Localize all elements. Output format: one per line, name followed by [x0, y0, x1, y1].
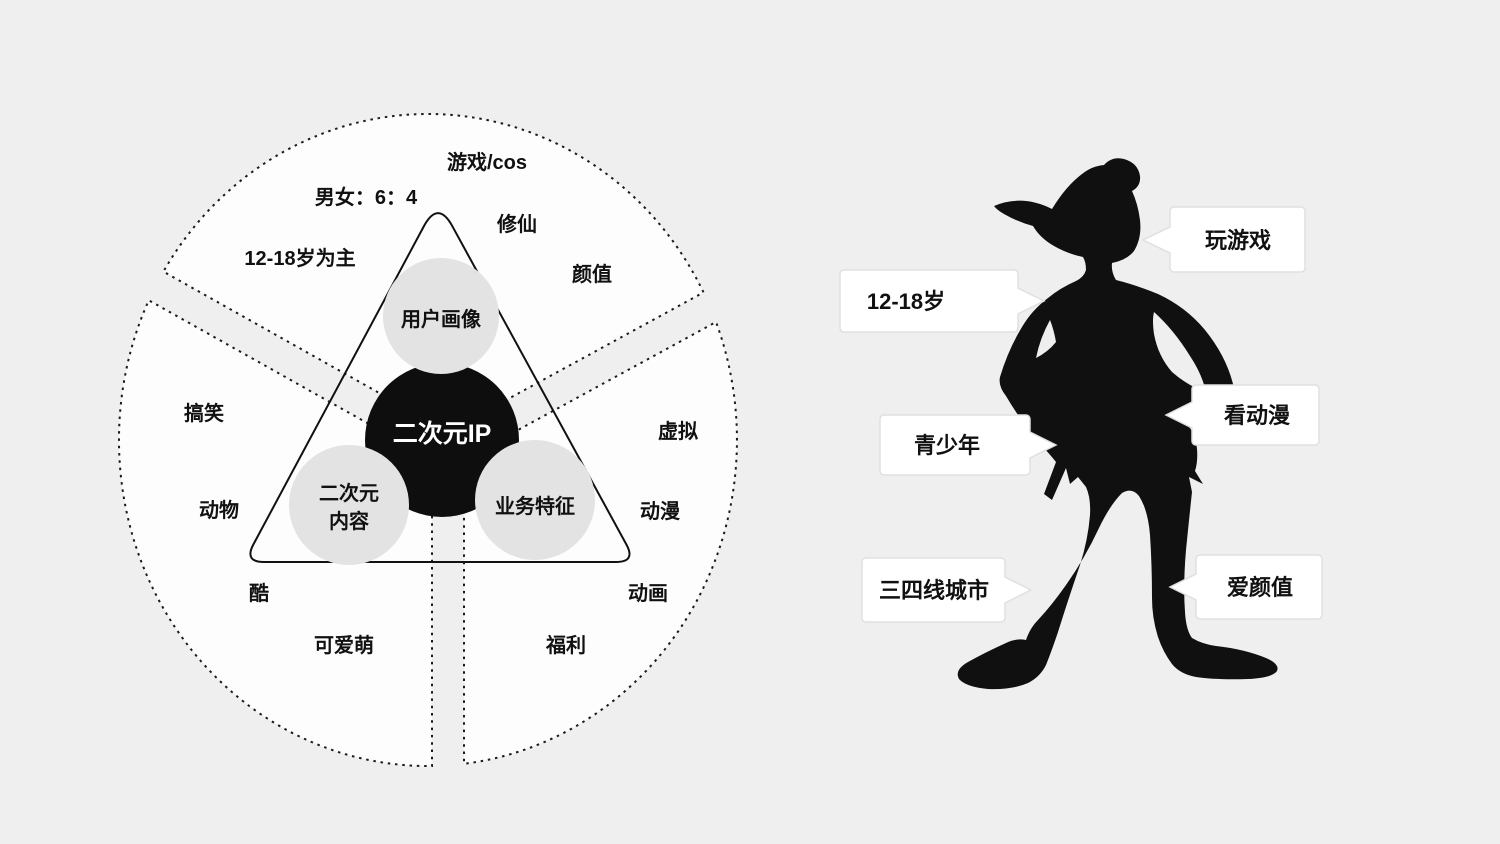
label-user-profile: 用户画像 [401, 307, 482, 331]
bubble-play-games: 玩游戏 [1141, 206, 1306, 273]
bubble-love-looks: 爱颜值 [1168, 554, 1323, 620]
bubble-age-label: 12-18岁 [867, 289, 945, 314]
label-content-line2: 内容 [329, 509, 369, 533]
bubble-play-games-label: 玩游戏 [1205, 228, 1271, 253]
label-animation: 动画 [628, 582, 668, 605]
bubble-city: 三四线城市 [861, 557, 1033, 623]
label-content-line1: 二次元 [319, 481, 379, 505]
label-cute: 可爱萌 [314, 633, 374, 657]
label-anime: 动漫 [640, 500, 681, 523]
label-business: 业务特征 [495, 494, 575, 518]
bubble-watch-anime-box [1164, 384, 1320, 446]
label-virtual: 虚拟 [658, 419, 698, 443]
label-welfare: 福利 [545, 634, 586, 657]
bubble-city-box [861, 557, 1033, 623]
bubble-play-games-box [1141, 206, 1306, 273]
bubble-city-label: 三四线城市 [879, 578, 989, 603]
label-age-range: 12-18岁为主 [244, 246, 355, 270]
bubble-love-looks-box [1168, 554, 1323, 620]
sector-left [118, 298, 433, 768]
label-cool: 酷 [249, 581, 269, 605]
node-user-profile-circle [383, 258, 499, 374]
boy-silhouette [957, 158, 1278, 690]
node-business-circle [475, 440, 595, 560]
bubble-age-box [839, 269, 1046, 333]
bubble-age: 12-18岁 [839, 269, 1046, 333]
bubble-watch-anime: 看动漫 [1164, 384, 1320, 446]
bubble-love-looks-label: 爱颜值 [1227, 575, 1293, 600]
core-triangle [249, 212, 631, 563]
label-core-ip: 二次元IP [393, 420, 492, 448]
node-content-circle [289, 445, 409, 565]
bubble-watch-anime-label: 看动漫 [1224, 403, 1290, 428]
sector-right [463, 320, 738, 765]
label-yanzhi: 颜值 [572, 262, 612, 286]
bubble-teenager-label: 青少年 [914, 433, 980, 458]
label-game-cos: 游戏/cos [447, 150, 527, 174]
label-gender-ratio: 男女：6：4 [315, 185, 418, 209]
bubble-teenager-box [879, 414, 1058, 476]
label-xiuxian: 修仙 [496, 212, 537, 236]
bubble-teenager: 青少年 [879, 414, 1058, 476]
market-circle-diagram: 游戏/cos 男女：6：4 修仙 12-18岁为主 颜值 搞笑 动物 酷 可爱萌… [118, 113, 738, 768]
label-animal: 动物 [199, 498, 239, 522]
label-funny: 搞笑 [184, 401, 224, 425]
persona-section: 玩游戏 12-18岁 看动漫 青少年 三四线城市 爱颜值 [839, 158, 1323, 690]
